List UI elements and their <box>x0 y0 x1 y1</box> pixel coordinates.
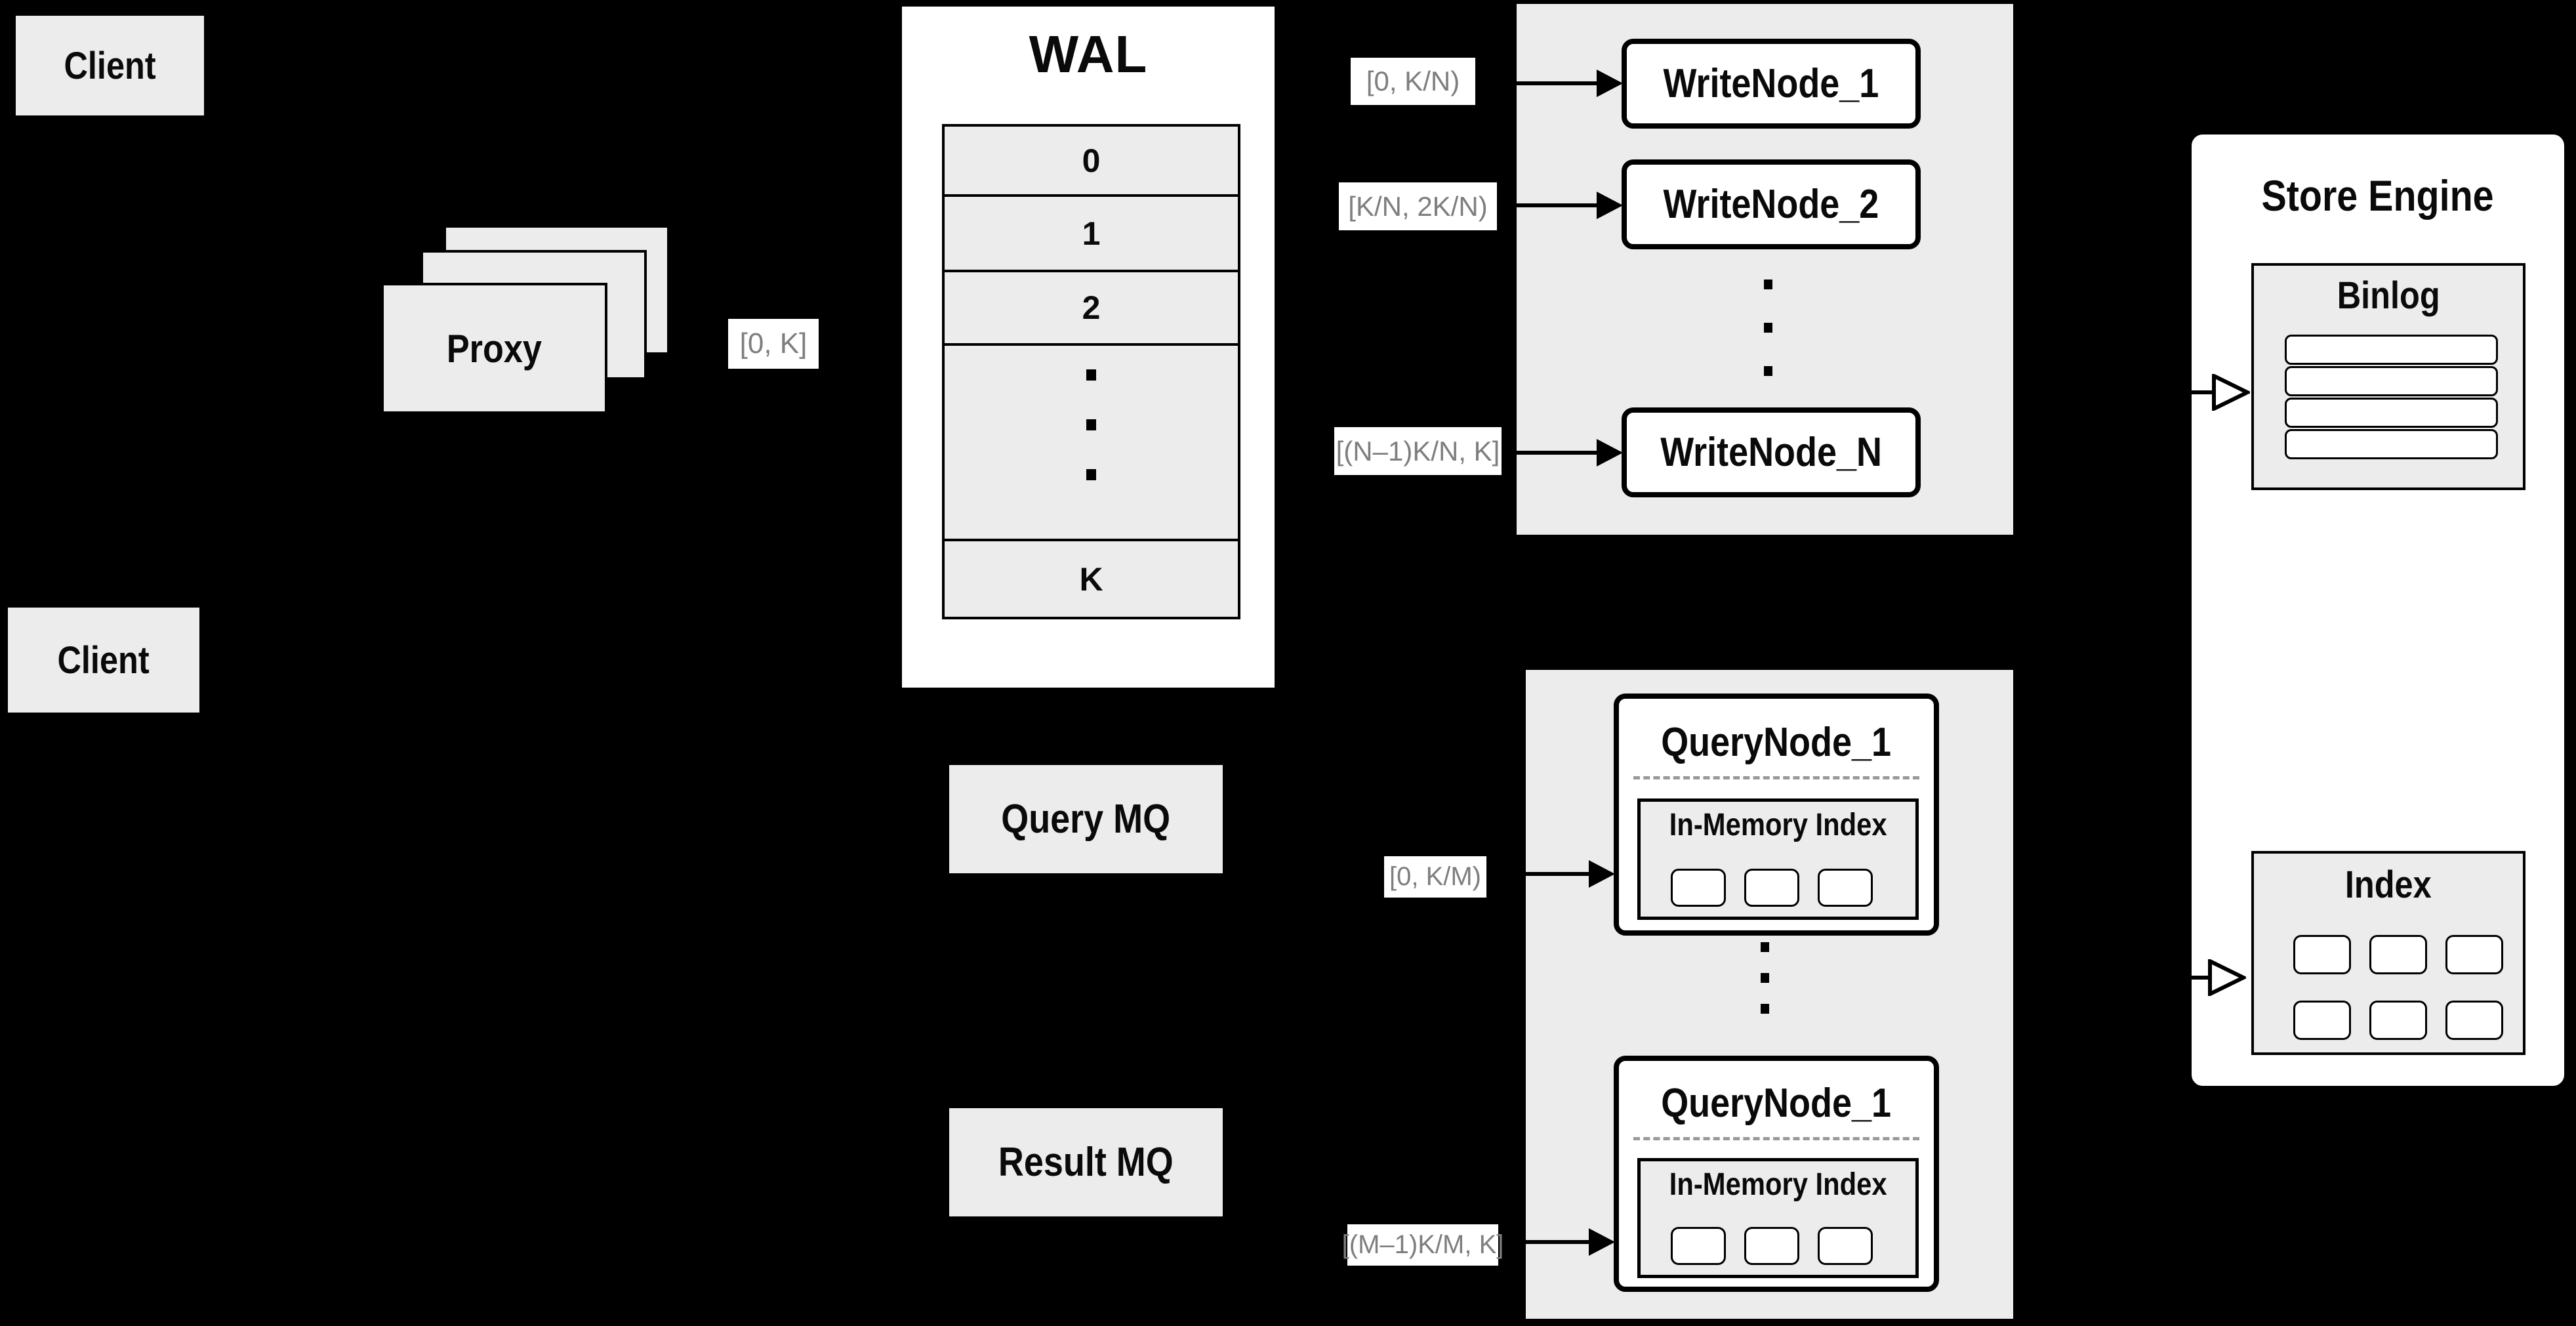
wal-row: 2 <box>945 272 1238 346</box>
memory-index-cell <box>1744 1227 1799 1265</box>
result-mq-box: Result MQ <box>947 1106 1225 1219</box>
client-top-label: Client <box>64 44 156 87</box>
index-cell <box>2369 935 2427 974</box>
ellipsis-dot <box>1086 369 1096 381</box>
wal-row: K <box>945 541 1238 617</box>
query-range-label-1: [0, K/M) <box>1384 856 1486 898</box>
binlog-row <box>2285 366 2498 396</box>
binlog-row <box>2285 335 2498 365</box>
write-node-n: WriteNode_N <box>1622 407 1921 497</box>
arrowhead-querynode-2 <box>1589 1228 1615 1256</box>
ellipsis-dot <box>1764 280 1772 289</box>
memory-index-cell <box>1818 1227 1873 1265</box>
memory-index-cell <box>1671 1227 1726 1265</box>
arrow-line-writenode-1 <box>1476 81 1598 85</box>
arrowhead-writenode-1 <box>1597 70 1623 97</box>
index-cell <box>2293 1001 2351 1040</box>
index-cell <box>2445 935 2503 974</box>
index-box: Index <box>2251 851 2525 1055</box>
result-mq-label: Result MQ <box>998 1140 1174 1185</box>
ellipsis-dot <box>1086 419 1096 430</box>
memory-index-cell <box>1818 869 1873 907</box>
ellipsis-dot <box>1086 469 1096 480</box>
arrow-line-querynode-1 <box>1489 872 1591 876</box>
index-cell <box>2445 1001 2503 1040</box>
ellipsis-dot <box>1761 942 1769 952</box>
store-engine-title: Store Engine <box>2261 171 2495 220</box>
write-range-label-2: [K/N, 2K/N) <box>1339 182 1497 230</box>
query-mq-box: Query MQ <box>947 762 1225 876</box>
memory-index-cell <box>1671 869 1726 907</box>
write-node-2: WriteNode_2 <box>1622 159 1921 249</box>
divider-dashed <box>1633 776 1919 779</box>
index-title: Index <box>2345 863 2432 906</box>
index-cell <box>2293 935 2351 974</box>
memory-index-cell <box>1744 869 1799 907</box>
arrow-line-writenode-2 <box>1498 203 1598 207</box>
write-range-label-n: [(N–1)K/N, K] <box>1334 427 1502 475</box>
in-memory-index-box: In-Memory Index <box>1637 798 1919 920</box>
binlog-row <box>2285 429 2498 459</box>
arrowhead-writenode-2 <box>1597 192 1623 219</box>
client-bottom-label: Client <box>57 638 150 682</box>
arrowhead-hollow-index <box>2208 959 2246 996</box>
arrow-line-writenode-n <box>1502 451 1598 455</box>
arrow-line-querynode-2 <box>1501 1240 1590 1244</box>
write-node-1: WriteNode_1 <box>1622 39 1921 129</box>
query-mq-label: Query MQ <box>1001 797 1171 842</box>
ellipsis-dot <box>1764 366 1772 376</box>
divider-dashed <box>1633 1137 1919 1140</box>
binlog-row <box>2285 398 2498 428</box>
client-box-top: Client <box>13 13 207 118</box>
proxy-range-label: [0, K] <box>728 319 819 369</box>
client-box-bottom: Client <box>5 605 202 715</box>
arrowhead-hollow-binlog <box>2212 374 2250 411</box>
ellipsis-dot <box>1764 323 1772 333</box>
arrow-line-binlog <box>2161 390 2217 394</box>
wal-segment-table: 0 1 2 K <box>942 124 1240 619</box>
proxy-box: Proxy <box>381 283 607 414</box>
ellipsis-dot <box>1761 973 1769 983</box>
binlog-box: Binlog <box>2251 263 2525 490</box>
wal-panel: WAL 0 1 2 K <box>899 3 1278 691</box>
query-node-top: QueryNode_1 In-Memory Index <box>1614 694 1939 936</box>
binlog-title: Binlog <box>2337 274 2440 317</box>
index-cell <box>2369 1001 2427 1040</box>
arrow-line-index <box>2161 976 2213 980</box>
arrowhead-writenode-n <box>1597 439 1623 466</box>
store-engine-panel: Store Engine Binlog Index <box>2188 131 2567 1089</box>
in-memory-index-box: In-Memory Index <box>1637 1158 1919 1278</box>
ellipsis-dot <box>1761 1004 1769 1014</box>
wal-row: 1 <box>945 197 1238 272</box>
arrowhead-querynode-1 <box>1589 860 1615 888</box>
wal-row-ellipsis <box>945 346 1238 541</box>
proxy-label: Proxy <box>446 326 542 371</box>
wal-title: WAL <box>1029 25 1148 83</box>
query-range-label-m: [(M–1)K/M, K] <box>1342 1224 1503 1266</box>
write-range-label-1: [0, K/N) <box>1351 58 1475 105</box>
query-node-bottom: QueryNode_1 In-Memory Index <box>1614 1056 1939 1292</box>
wal-row: 0 <box>945 127 1238 197</box>
